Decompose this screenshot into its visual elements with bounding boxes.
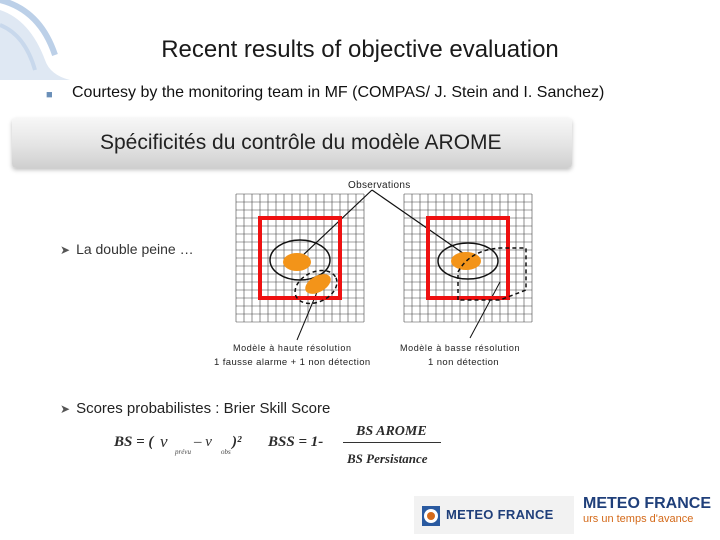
- slide-title: Recent results of objective evaluation: [161, 36, 559, 63]
- bs-square: )²: [232, 434, 242, 450]
- model-contour-dashed-left: [294, 269, 338, 305]
- bs-sub-prevu: prévu: [175, 448, 191, 456]
- bss-denominator: BS Persistance: [347, 451, 428, 466]
- bs-formula-lhs: BS = (: [114, 434, 154, 450]
- observation-contour-left: [269, 239, 331, 281]
- low-res-result: 1 non détection: [428, 357, 499, 368]
- observation-contour-right: [437, 242, 499, 280]
- bullet-double-peine: ➤ La double peine …: [60, 241, 194, 257]
- bs-formula-v: v: [160, 432, 168, 451]
- high-res-caption: Modèle à haute résolution: [233, 343, 352, 353]
- arrow-bullet-icon: ➤: [60, 243, 71, 257]
- grid-high-resolution: [235, 193, 365, 323]
- bullet-double-peine-label: La double peine …: [76, 241, 194, 257]
- logo-left-name: METEO FRANCE: [446, 507, 554, 522]
- model-arrow-line: [469, 281, 501, 339]
- observation-blob-right: [451, 252, 481, 270]
- red-frame-left: [258, 216, 342, 300]
- observations-label: Observations: [348, 180, 411, 191]
- bss-formula-lhs: BSS = 1-: [268, 434, 324, 450]
- model-contour-dashed-right: [457, 247, 527, 301]
- bss-numerator: BS AROME: [356, 424, 427, 439]
- observation-arrow-line: [371, 189, 471, 259]
- logo-right-name: METEO FRANCE: [583, 495, 711, 512]
- courtesy-text: Courtesy by the monitoring team in MF (C…: [72, 84, 605, 101]
- bullet-scores-label: Scores probabilistes : Brier Skill Score: [76, 400, 331, 417]
- arrow-bullet-icon: ➤: [60, 402, 71, 416]
- bs-formula-minus: – v: [194, 434, 212, 450]
- observation-arrow-line: [299, 189, 373, 259]
- decorative-swirl: [0, 0, 70, 80]
- high-res-result: 1 fausse alarme + 1 non détection: [214, 357, 371, 368]
- meteo-france-logo-left: [414, 496, 574, 534]
- false-alarm-blob: [305, 274, 331, 294]
- bs-sub-obs: obs: [221, 448, 231, 456]
- banner-title: Spécificités du contrôle du modèle AROME: [100, 131, 502, 154]
- forecast-blob-left: [283, 253, 311, 271]
- model-arrow-line: [296, 284, 321, 341]
- red-frame-right: [426, 216, 510, 300]
- bullet-scores: ➤ Scores probabilistes : Brier Skill Scor…: [60, 400, 330, 417]
- banner-box: [12, 118, 572, 168]
- logo-right-tagline: urs un temps d'avance: [583, 513, 694, 525]
- bullet-square-icon: ■: [46, 89, 53, 101]
- low-res-caption: Modèle à basse résolution: [400, 343, 521, 353]
- fraction-line: [343, 442, 441, 443]
